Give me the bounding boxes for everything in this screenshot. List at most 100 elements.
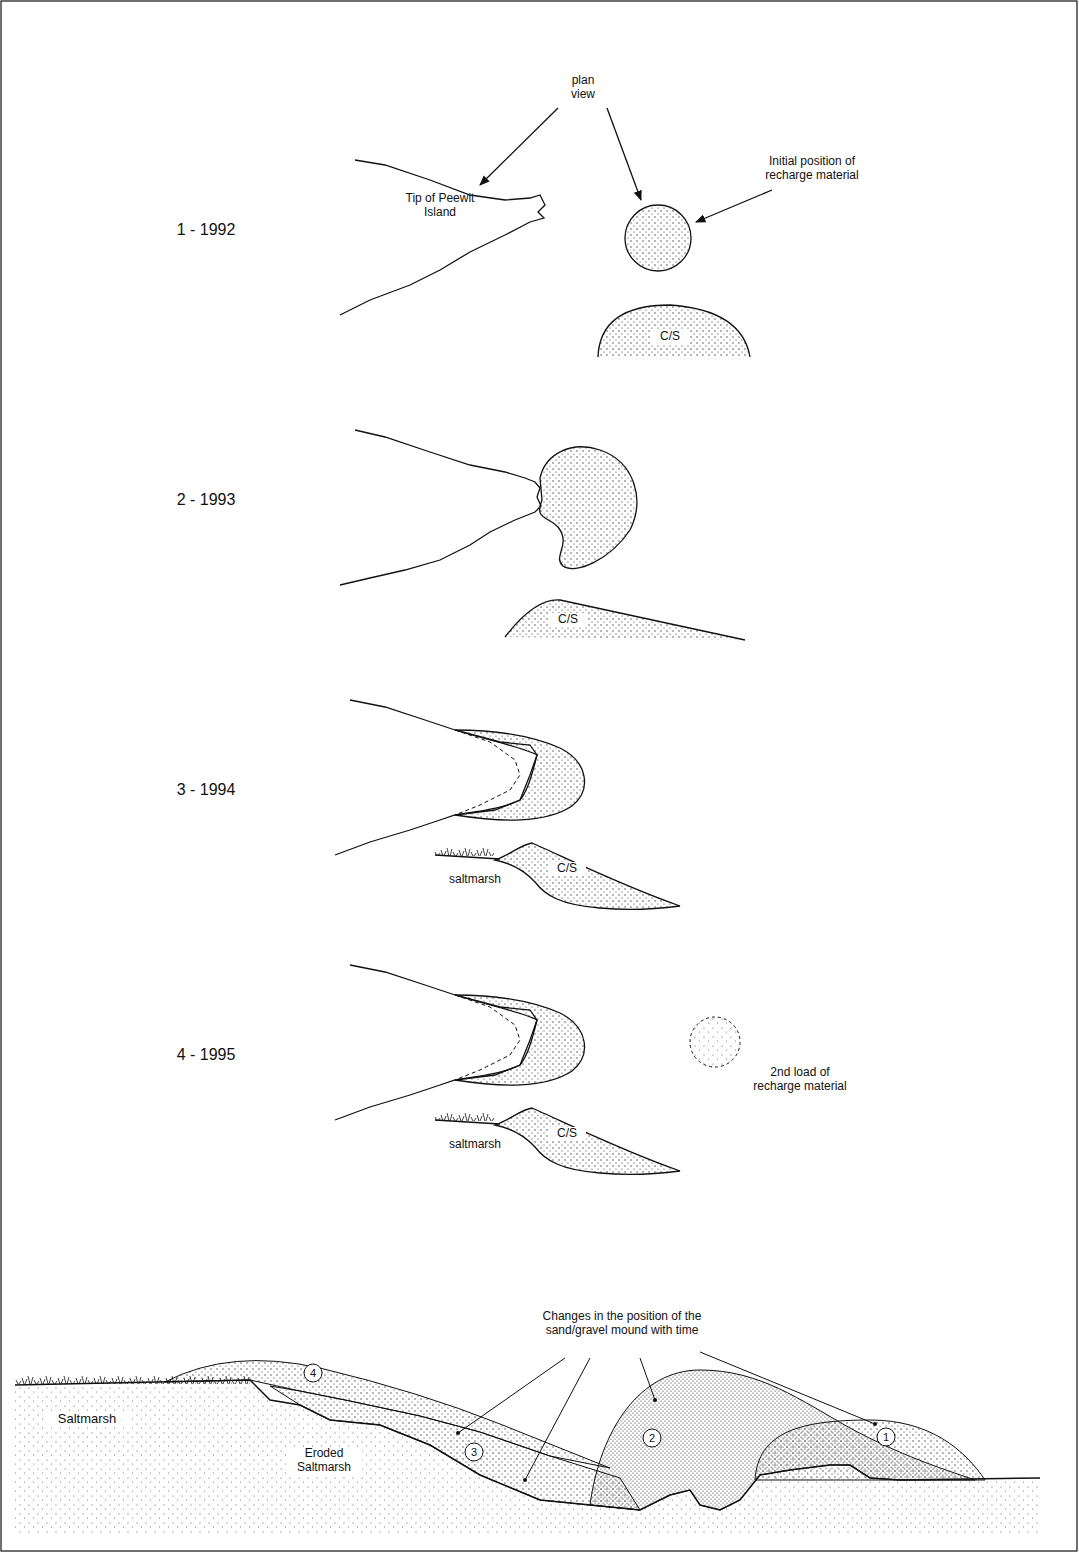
cross-section-label: C/S [651, 330, 689, 344]
grass-stroke [232, 1380, 237, 1384]
leader-line [525, 1358, 590, 1480]
grass-stroke [178, 1380, 183, 1384]
eroded-surface [15, 1380, 1040, 1510]
leader-dot [873, 1422, 877, 1426]
grass-stroke [142, 1380, 147, 1384]
grass-stroke [52, 1380, 57, 1384]
grass-stroke [459, 850, 464, 856]
grass-stroke [244, 1376, 249, 1384]
mound-3 [270, 1386, 640, 1510]
grass-stroke [447, 848, 452, 856]
cross-section-label: C/S [548, 862, 586, 876]
grass-stroke [82, 1376, 87, 1384]
grass-stroke [40, 1378, 45, 1384]
grass-stroke [190, 1376, 195, 1384]
annotation: 2nd load of recharge material [746, 1066, 854, 1094]
cross-section-fill [598, 305, 750, 357]
grass-stroke [220, 1378, 225, 1384]
callout-circle [304, 1364, 322, 1382]
grass-stroke [130, 1378, 135, 1384]
island-outline [340, 430, 541, 585]
saltmarsh-ground [15, 1380, 1040, 1535]
grass-stroke [184, 1378, 189, 1384]
mound-1 [755, 1420, 985, 1480]
island-outline [335, 700, 537, 855]
grass-stroke [208, 1376, 213, 1384]
profile [15, 1352, 1040, 1535]
saltmarsh-grass [16, 1376, 249, 1384]
grass-stroke [483, 848, 488, 856]
grass-stroke [172, 1376, 177, 1384]
callout-number: 2 [646, 1432, 658, 1445]
stage-3 [335, 700, 680, 909]
stage-label: 4 - 1995 [161, 1046, 251, 1064]
grass-stroke [202, 1378, 207, 1384]
grass-stroke [214, 1380, 219, 1384]
callout-number: 1 [880, 1431, 892, 1444]
cross-section [495, 843, 680, 909]
leader-arrow [607, 108, 641, 200]
stage-4 [335, 965, 680, 1174]
grass-stroke [34, 1380, 39, 1384]
grass-stroke [88, 1380, 93, 1384]
mound-4 [165, 1361, 610, 1468]
grass-stroke [118, 1376, 123, 1384]
leader-arrow [480, 108, 558, 185]
island-name: Tip of Peewit Island [398, 192, 482, 220]
callout-circle [877, 1428, 895, 1446]
stage-label: 1 - 1992 [161, 221, 251, 239]
grass-stroke [154, 1376, 159, 1384]
leader-label: plan view [565, 74, 601, 102]
stage-label: 3 - 1994 [161, 781, 251, 799]
grass-stroke [112, 1378, 117, 1384]
annotation: Changes in the position of the sand/grav… [522, 1310, 722, 1338]
grass-stroke [166, 1378, 171, 1384]
island-outline [340, 160, 545, 315]
stage-1 [340, 108, 772, 357]
cross-section-fill [505, 600, 745, 640]
grass-stroke [64, 1376, 69, 1384]
grass-stroke [489, 852, 494, 856]
grass-stroke [148, 1378, 153, 1384]
grass-stroke [16, 1380, 21, 1384]
leader-line [700, 1352, 875, 1424]
leader-line [640, 1358, 655, 1400]
grass-stroke [28, 1376, 33, 1384]
callout-number: 3 [468, 1446, 480, 1459]
cross-section-outline [598, 305, 750, 357]
grass-stroke [76, 1378, 81, 1384]
leader-dot [456, 1431, 460, 1435]
grass-stroke [124, 1380, 129, 1384]
saltmarsh-surface [435, 855, 500, 859]
grass-stroke [453, 852, 458, 856]
grass-stroke [196, 1380, 201, 1384]
grass-stroke [238, 1378, 243, 1384]
saltmarsh-label: saltmarsh [440, 873, 510, 887]
cross-section-outline [505, 600, 745, 640]
leader-line [458, 1358, 565, 1433]
annotation: Initial position of recharge material [756, 155, 868, 183]
grass-stroke [160, 1380, 165, 1384]
layer-label: Eroded Saltmarsh [286, 1447, 362, 1475]
recharge-mound [540, 447, 637, 569]
grass-stroke [70, 1380, 75, 1384]
grass-stroke [136, 1376, 141, 1384]
cross-section-label: C/S [548, 1127, 586, 1141]
callout-circle [465, 1443, 483, 1461]
grass-stroke [465, 848, 470, 856]
leader-arrow [696, 190, 772, 222]
callout-number: 4 [307, 1367, 319, 1380]
cross-section-label: C/S [549, 613, 587, 627]
grass-stroke [22, 1378, 27, 1384]
recharge-mound [625, 205, 691, 271]
stage-2 [340, 430, 745, 640]
grass-stroke [441, 850, 446, 856]
layer-label: Saltmarsh [45, 1412, 129, 1427]
leader-dot [523, 1478, 527, 1482]
callout-circle [643, 1429, 661, 1447]
saltmarsh-label: saltmarsh [440, 1138, 510, 1152]
grass-stroke [435, 852, 440, 856]
